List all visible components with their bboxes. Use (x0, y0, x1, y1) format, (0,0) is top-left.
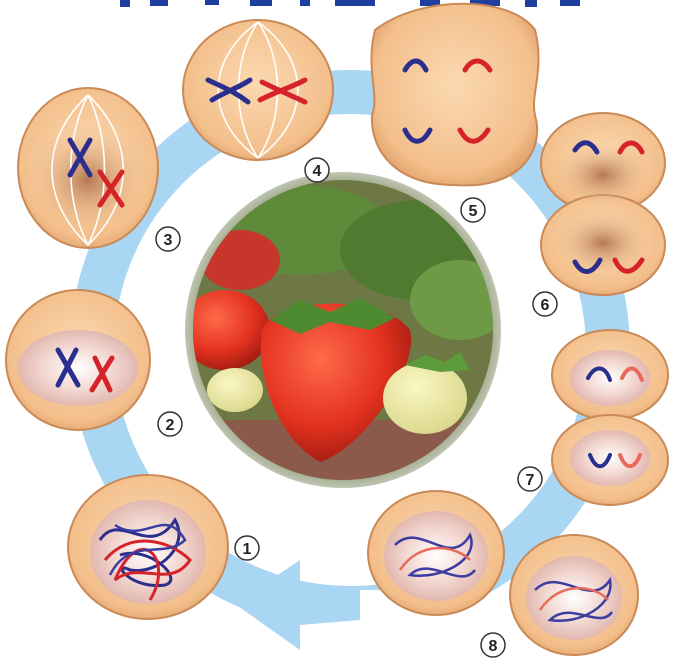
step-number-7: 7 (526, 472, 535, 489)
cell-step-3 (18, 88, 158, 248)
step-number-8: 8 (489, 638, 498, 655)
step-label-5: 5 (461, 198, 485, 222)
cell-step-4 (183, 20, 333, 160)
step-number-6: 6 (541, 297, 550, 314)
cropped-title-fragment (120, 0, 580, 7)
cell-step-5 (371, 4, 538, 186)
strawberry-photo (180, 172, 510, 500)
step-label-4: 4 (305, 158, 329, 182)
step-number-3: 3 (164, 232, 173, 249)
step-number-4: 4 (313, 163, 322, 180)
step-label-8: 8 (481, 633, 505, 657)
step-label-7: 7 (518, 467, 542, 491)
step-label-6: 6 (533, 292, 557, 316)
step-label-3: 3 (156, 227, 180, 251)
step-label-1: 1 (235, 536, 259, 560)
cell-step-2 (6, 290, 150, 430)
step-label-2: 2 (158, 412, 182, 436)
step-number-5: 5 (469, 203, 478, 220)
step-number-1: 1 (243, 541, 252, 558)
cell-step-1 (68, 475, 228, 619)
cell-step-7 (552, 330, 668, 505)
step-number-2: 2 (166, 417, 175, 434)
